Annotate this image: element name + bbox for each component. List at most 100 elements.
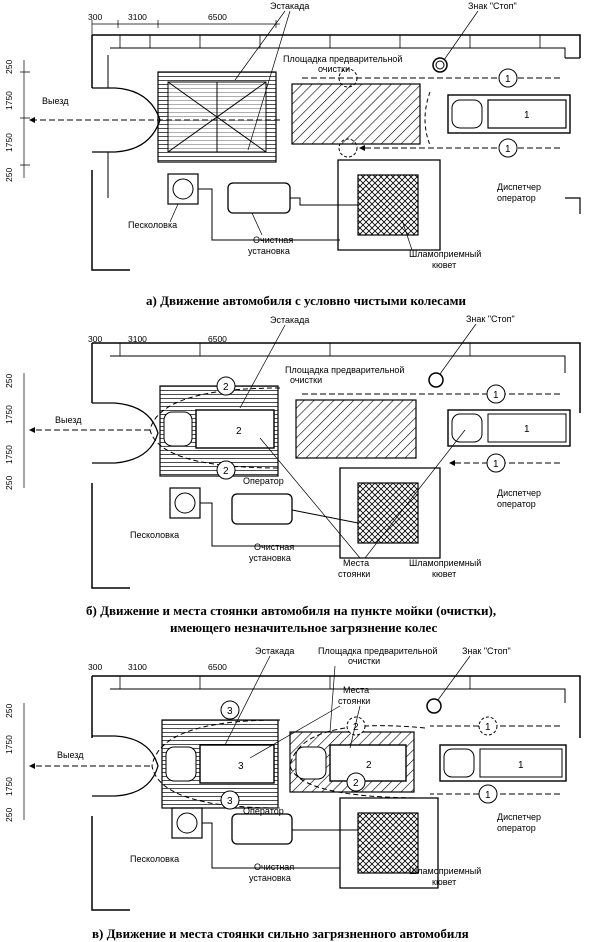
car-2-body: [195, 409, 275, 449]
svg-text:300: 300: [88, 12, 102, 22]
svg-text:1: 1: [485, 790, 491, 801]
stop-sign-icon: [432, 57, 448, 73]
stop-sign-icon: [426, 698, 442, 714]
svg-text:Эстакада: Эстакада: [270, 315, 309, 325]
caption-b-line1: б) Движение и места стоянки автомобиля н…: [86, 603, 496, 618]
svg-text:3: 3: [238, 761, 244, 772]
svg-text:Песколовка: Песколовка: [130, 530, 179, 540]
sludge-trench-frame: [337, 159, 441, 251]
svg-text:1750: 1750: [4, 405, 14, 424]
svg-text:3100: 3100: [128, 334, 147, 344]
svg-text:кювет: кювет: [432, 569, 456, 579]
svg-text:250: 250: [4, 60, 14, 74]
svg-text:Песколовка: Песколовка: [128, 220, 177, 230]
svg-text:кювет: кювет: [432, 260, 456, 270]
svg-text:1: 1: [524, 424, 530, 435]
svg-text:очистки: очистки: [348, 656, 380, 666]
panel-v: 3 2 1 3 3 2 2 1 1 Эстакада Площадка пред…: [4, 646, 581, 941]
svg-text:3: 3: [227, 706, 233, 717]
svg-text:Эстакада: Эстакада: [255, 646, 294, 656]
svg-text:250: 250: [4, 808, 14, 822]
caption-b-line2: имеющего незначительное загрязнение коле…: [170, 620, 437, 635]
svg-text:кювет: кювет: [432, 877, 456, 887]
svg-text:1750: 1750: [4, 445, 14, 464]
sludge-trench: [357, 174, 419, 236]
svg-text:2: 2: [223, 382, 229, 393]
svg-text:Диспетчер: Диспетчер: [497, 182, 541, 192]
svg-text:Площадка предварительной: Площадка предварительной: [283, 54, 402, 64]
svg-text:Места: Места: [343, 685, 369, 695]
svg-text:3100: 3100: [128, 662, 147, 672]
svg-text:стоянки: стоянки: [338, 696, 370, 706]
svg-text:300: 300: [88, 662, 102, 672]
car-label: 1: [524, 110, 530, 121]
svg-text:3100: 3100: [128, 12, 147, 22]
svg-text:оператор: оператор: [497, 499, 536, 509]
svg-text:Песколовка: Песколовка: [130, 854, 179, 864]
svg-text:Шламоприемный: Шламоприемный: [409, 866, 481, 876]
svg-text:установка: установка: [249, 873, 291, 883]
svg-text:Выезд: Выезд: [57, 750, 84, 760]
caption-v: в) Движение и места стоянки сильно загря…: [92, 926, 469, 941]
svg-text:1750: 1750: [4, 133, 14, 152]
svg-text:1: 1: [518, 760, 524, 771]
estakada-label: Эстакада: [270, 1, 309, 11]
svg-text:Оператор: Оператор: [243, 806, 284, 816]
svg-text:2: 2: [223, 466, 229, 477]
svg-text:Диспетчер: Диспетчер: [497, 812, 541, 822]
svg-text:Очистная: Очистная: [253, 235, 293, 245]
svg-text:Очистная: Очистная: [254, 862, 294, 872]
svg-text:6500: 6500: [208, 12, 227, 22]
svg-text:250: 250: [4, 374, 14, 388]
svg-text:установка: установка: [249, 553, 291, 563]
svg-text:250: 250: [4, 476, 14, 490]
stop-sign-icon: [428, 372, 444, 388]
wall-ticks: [119, 35, 541, 48]
svg-text:2: 2: [353, 778, 359, 789]
svg-text:Шламоприемный: Шламоприемный: [409, 558, 481, 568]
svg-text:оператор: оператор: [497, 823, 536, 833]
exit-label: Выезд: [42, 96, 69, 106]
svg-text:1750: 1750: [4, 735, 14, 754]
marker: 1: [505, 144, 511, 155]
marker: 1: [505, 74, 511, 85]
inner-wall: [110, 47, 566, 58]
svg-text:Знак "Стоп": Знак "Стоп": [462, 646, 511, 656]
svg-text:Площадка предварительной: Площадка предварительной: [318, 646, 437, 656]
panel-b: 2 1 2 2 1 1 Эстакада Знак "Стоп" Площадк…: [4, 314, 581, 635]
svg-text:Площадка предварительной: Площадка предварительной: [285, 365, 404, 375]
svg-text:оператор: оператор: [497, 193, 536, 203]
svg-text:установка: установка: [248, 246, 290, 256]
svg-text:очистки: очистки: [318, 64, 350, 74]
svg-text:очистки: очистки: [290, 375, 322, 385]
caption-a: а) Движение автомобиля с условно чистыми…: [146, 293, 466, 308]
outer-wall: [91, 34, 581, 271]
svg-text:6500: 6500: [208, 334, 227, 344]
svg-text:250: 250: [4, 704, 14, 718]
svg-text:1750: 1750: [4, 777, 14, 796]
svg-text:Выезд: Выезд: [55, 415, 82, 425]
svg-text:стоянки: стоянки: [338, 569, 370, 579]
svg-text:6500: 6500: [208, 662, 227, 672]
svg-text:2: 2: [236, 426, 242, 437]
svg-text:2: 2: [366, 760, 372, 771]
panel-a: 1 1 1 Эстакада Знак "Стоп" Площадка пред…: [4, 1, 581, 308]
svg-text:2: 2: [353, 722, 359, 733]
svg-text:Оператор: Оператор: [243, 476, 284, 486]
svg-text:1750: 1750: [4, 91, 14, 110]
svg-text:1: 1: [493, 390, 499, 401]
svg-text:1: 1: [493, 459, 499, 470]
svg-text:250: 250: [4, 168, 14, 182]
svg-text:Шламоприемный: Шламоприемный: [409, 249, 481, 259]
svg-text:Знак "Стоп": Знак "Стоп": [466, 314, 515, 324]
svg-text:3: 3: [227, 796, 233, 807]
svg-text:Очистная: Очистная: [254, 542, 294, 552]
treatment-unit: [227, 182, 291, 214]
svg-text:Места: Места: [343, 558, 369, 568]
svg-text:1: 1: [485, 722, 491, 733]
svg-text:Диспетчер: Диспетчер: [497, 488, 541, 498]
stop-sign-label: Знак "Стоп": [468, 1, 517, 11]
pre-clean-area: [291, 83, 421, 145]
svg-text:300: 300: [88, 334, 102, 344]
